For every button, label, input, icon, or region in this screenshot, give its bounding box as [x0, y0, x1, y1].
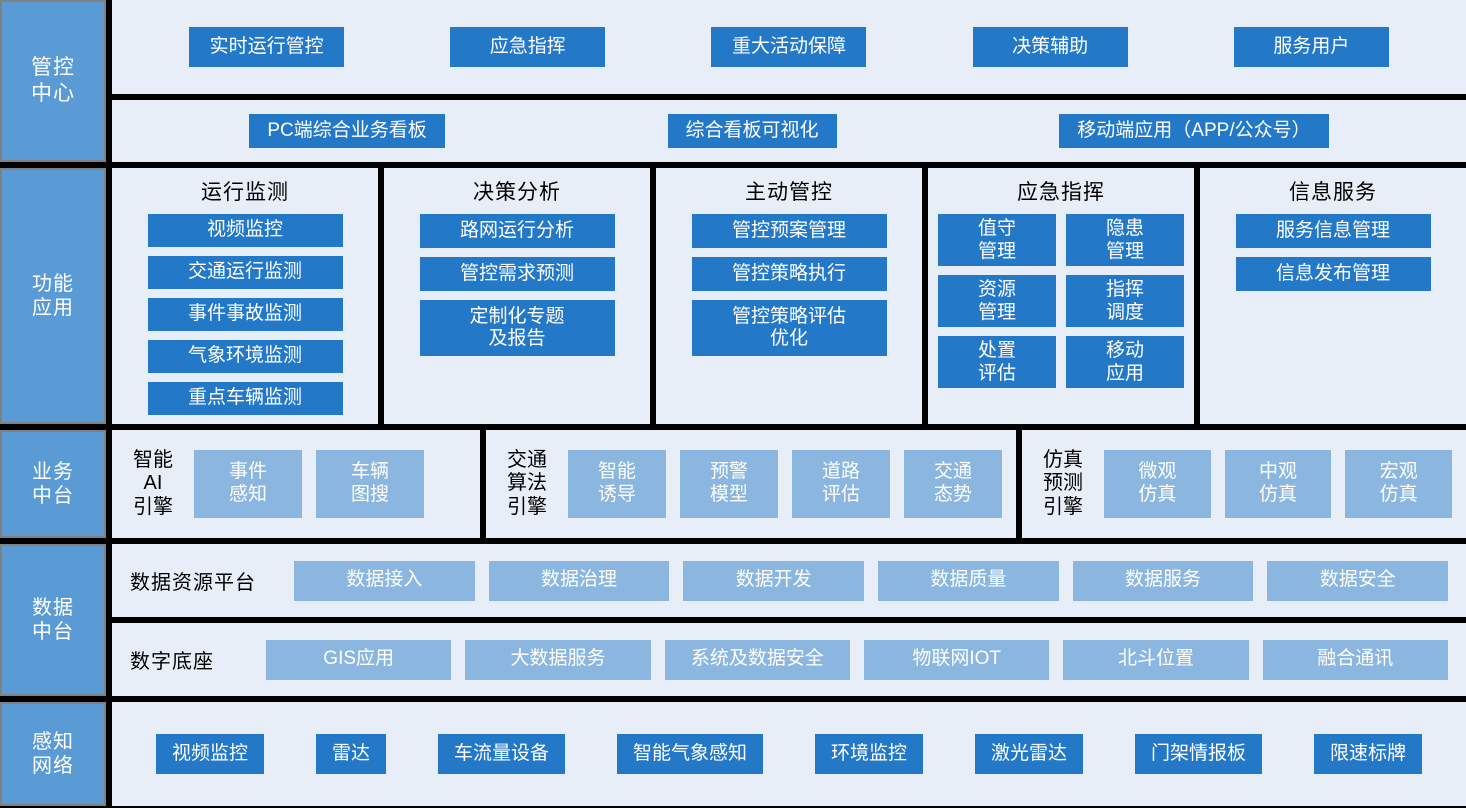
- sense-item-traffic-flow-device[interactable]: 车流量设备: [437, 734, 565, 774]
- cc-item-dashboard-visualization[interactable]: 综合看板可视化: [667, 114, 837, 148]
- control-center-top-panel: 实时运行管控 应急指挥 重大活动保障 决策辅助 服务用户: [112, 0, 1466, 94]
- layer-label-sensing-network: 感知 网络: [0, 702, 106, 806]
- func-item-custom-topic-report[interactable]: 定制化专题 及报告: [419, 300, 615, 356]
- func-item-disposal-evaluation[interactable]: 处置 评估: [938, 336, 1056, 388]
- biz-item-macro-simulation[interactable]: 宏观 仿真: [1345, 450, 1453, 518]
- sense-item-gantry-information-board[interactable]: 门架情报板: [1134, 734, 1262, 774]
- func-column-emergency-command: 应急指挥 值守 管理 隐患 管理 资源 管理 指挥 调度 处置 评估 移动 应用: [928, 168, 1194, 424]
- control-center-bottom-panel: PC端综合业务看板 综合看板可视化 移动端应用（APP/公众号）: [112, 100, 1466, 162]
- layer-data-middle-platform: 数据 中台 数据资源平台 数据接入 数据治理 数据开发 数据质量 数据服务 数据…: [0, 544, 1466, 696]
- biz-item-smart-guidance[interactable]: 智能 诱导: [568, 450, 666, 518]
- data-item-converged-communication[interactable]: 融合通讯: [1262, 639, 1448, 680]
- layer-label-functional-application: 功能 应用: [0, 168, 106, 424]
- func-item-duty-management[interactable]: 值守 管理: [938, 214, 1056, 266]
- layer-label-data-middle-platform: 数据 中台: [0, 544, 106, 696]
- layer-label-business-middle-platform: 业务 中台: [0, 430, 106, 538]
- biz-item-warning-model[interactable]: 预警 模型: [680, 450, 778, 518]
- func-item-control-demand-forecast[interactable]: 管控需求预测: [419, 257, 615, 291]
- func-item-road-network-analysis[interactable]: 路网运行分析: [419, 214, 615, 248]
- cc-item-emergency-command[interactable]: 应急指挥: [450, 27, 606, 67]
- data-item-big-data-service[interactable]: 大数据服务: [465, 639, 651, 680]
- biz-item-vehicle-image-search[interactable]: 车辆 图搜: [316, 450, 424, 518]
- data-item-data-ingestion[interactable]: 数据接入: [294, 560, 475, 601]
- biz-engine-name-simulation: 仿真 预测 引擎: [1043, 448, 1083, 518]
- data-item-data-governance[interactable]: 数据治理: [488, 560, 670, 601]
- func-item-command-dispatch[interactable]: 指挥 调度: [1066, 275, 1184, 327]
- data-strip-title-digital-base: 数字底座: [130, 651, 214, 673]
- cc-item-service-user[interactable]: 服务用户: [1233, 27, 1389, 67]
- sense-item-video-surveillance[interactable]: 视频监控: [155, 734, 264, 774]
- layer-sensing-network: 感知 网络 视频监控 雷达 车流量设备 智能气象感知 环境监控 激光雷达 门架情…: [0, 702, 1466, 806]
- biz-item-road-evaluation[interactable]: 道路 评估: [792, 450, 890, 518]
- control-center-body: 实时运行管控 应急指挥 重大活动保障 决策辅助 服务用户 PC端综合业务看板 综…: [112, 0, 1466, 162]
- sensing-network-body: 视频监控 雷达 车流量设备 智能气象感知 环境监控 激光雷达 门架情报板 限速标…: [112, 702, 1466, 806]
- functional-application-body: 运行监测 视频监控 交通运行监测 事件事故监测 气象环境监测 重点车辆监测 决策…: [112, 168, 1466, 424]
- func-item-control-strategy-evaluation[interactable]: 管控策略评估 优化: [691, 300, 887, 356]
- data-item-data-security[interactable]: 数据安全: [1267, 560, 1449, 601]
- cc-item-realtime-control[interactable]: 实时运行管控: [189, 27, 345, 67]
- sense-item-smart-weather-sensing[interactable]: 智能气象感知: [616, 734, 763, 774]
- data-item-beidou-positioning[interactable]: 北斗位置: [1063, 639, 1249, 680]
- func-column-title: 主动管控: [745, 181, 833, 204]
- func-item-incident-monitoring[interactable]: 事件事故监测: [147, 298, 343, 331]
- data-item-data-service[interactable]: 数据服务: [1072, 560, 1254, 601]
- data-middle-platform-body: 数据资源平台 数据接入 数据治理 数据开发 数据质量 数据服务 数据安全 数字底…: [112, 544, 1466, 696]
- func-item-control-plan-management[interactable]: 管控预案管理: [691, 214, 887, 248]
- sense-item-radar[interactable]: 雷达: [315, 734, 386, 774]
- biz-item-traffic-situation[interactable]: 交通 态势: [904, 450, 1002, 518]
- layer-label-control-center: 管控 中心: [0, 0, 106, 162]
- data-item-gis-application[interactable]: GIS应用: [266, 639, 452, 680]
- layer-functional-application: 功能 应用 运行监测 视频监控 交通运行监测 事件事故监测 气象环境监测 重点车…: [0, 168, 1466, 424]
- biz-item-meso-simulation[interactable]: 中观 仿真: [1224, 450, 1332, 518]
- func-item-control-strategy-execution[interactable]: 管控策略执行: [691, 257, 887, 291]
- func-column-title: 决策分析: [473, 181, 561, 204]
- func-item-weather-environment-monitoring[interactable]: 气象环境监测: [147, 340, 343, 373]
- func-column-decision-analysis: 决策分析 路网运行分析 管控需求预测 定制化专题 及报告: [384, 168, 650, 424]
- biz-engine-name-ai: 智能 AI 引擎: [133, 448, 173, 518]
- func-item-key-vehicle-monitoring[interactable]: 重点车辆监测: [147, 382, 343, 415]
- biz-item-event-perception[interactable]: 事件 感知: [194, 450, 302, 518]
- emergency-command-grid: 值守 管理 隐患 管理 资源 管理 指挥 调度 处置 评估 移动 应用: [938, 214, 1184, 388]
- data-strip-title-resource-platform: 数据资源平台: [130, 572, 256, 594]
- func-column-information-service: 信息服务 服务信息管理 信息发布管理: [1200, 168, 1466, 424]
- data-strip-digital-base: 数字底座 GIS应用 大数据服务 系统及数据安全 物联网IOT 北斗位置 融合通…: [112, 623, 1466, 696]
- func-item-info-publishing-management[interactable]: 信息发布管理: [1235, 257, 1431, 291]
- cc-item-mobile-app[interactable]: 移动端应用（APP/公众号）: [1059, 114, 1329, 148]
- data-item-system-data-security[interactable]: 系统及数据安全: [664, 639, 850, 680]
- func-item-video-surveillance[interactable]: 视频监控: [147, 214, 343, 247]
- cc-item-decision-support[interactable]: 决策辅助: [972, 27, 1128, 67]
- layer-business-middle-platform: 业务 中台 智能 AI 引擎 事件 感知 车辆 图搜 交通 算法 引擎 智能 诱…: [0, 430, 1466, 538]
- func-item-hazard-management[interactable]: 隐患 管理: [1066, 214, 1184, 266]
- data-item-data-development[interactable]: 数据开发: [683, 560, 865, 601]
- data-strip-resource-platform: 数据资源平台 数据接入 数据治理 数据开发 数据质量 数据服务 数据安全: [112, 544, 1466, 617]
- cc-item-major-event-support[interactable]: 重大活动保障: [711, 27, 867, 67]
- data-item-data-quality[interactable]: 数据质量: [878, 560, 1059, 601]
- cc-item-pc-dashboard[interactable]: PC端综合业务看板: [249, 114, 445, 148]
- data-item-iot[interactable]: 物联网IOT: [863, 639, 1050, 680]
- sense-item-environment-monitoring[interactable]: 环境监控: [814, 734, 923, 774]
- func-column-active-control: 主动管控 管控预案管理 管控策略执行 管控策略评估 优化: [656, 168, 922, 424]
- func-column-title: 运行监测: [201, 181, 289, 204]
- biz-group-ai-engine: 智能 AI 引擎 事件 感知 车辆 图搜: [112, 430, 480, 538]
- sense-item-lidar[interactable]: 激光雷达: [974, 734, 1083, 774]
- sense-item-speed-limit-sign[interactable]: 限速标牌: [1313, 734, 1422, 774]
- func-column-title: 应急指挥: [1017, 181, 1105, 204]
- layer-control-center: 管控 中心 实时运行管控 应急指挥 重大活动保障 决策辅助 服务用户 PC端综合…: [0, 0, 1466, 162]
- func-column-title: 信息服务: [1289, 181, 1377, 204]
- func-item-traffic-operation-monitoring[interactable]: 交通运行监测: [147, 256, 343, 289]
- func-item-service-info-management[interactable]: 服务信息管理: [1235, 214, 1431, 248]
- biz-engine-name-traffic-algorithm: 交通 算法 引擎: [507, 448, 547, 518]
- biz-group-traffic-algorithm-engine: 交通 算法 引擎 智能 诱导 预警 模型 道路 评估 交通 态势: [486, 430, 1016, 538]
- biz-item-micro-simulation[interactable]: 微观 仿真: [1104, 450, 1211, 518]
- func-item-resource-management[interactable]: 资源 管理: [938, 275, 1056, 327]
- func-item-mobile-application[interactable]: 移动 应用: [1066, 336, 1184, 388]
- func-column-operation-monitoring: 运行监测 视频监控 交通运行监测 事件事故监测 气象环境监测 重点车辆监测: [112, 168, 378, 424]
- business-middle-platform-body: 智能 AI 引擎 事件 感知 车辆 图搜 交通 算法 引擎 智能 诱导 预警 模…: [112, 430, 1466, 538]
- biz-group-simulation-forecast-engine: 仿真 预测 引擎 微观 仿真 中观 仿真 宏观 仿真: [1022, 430, 1466, 538]
